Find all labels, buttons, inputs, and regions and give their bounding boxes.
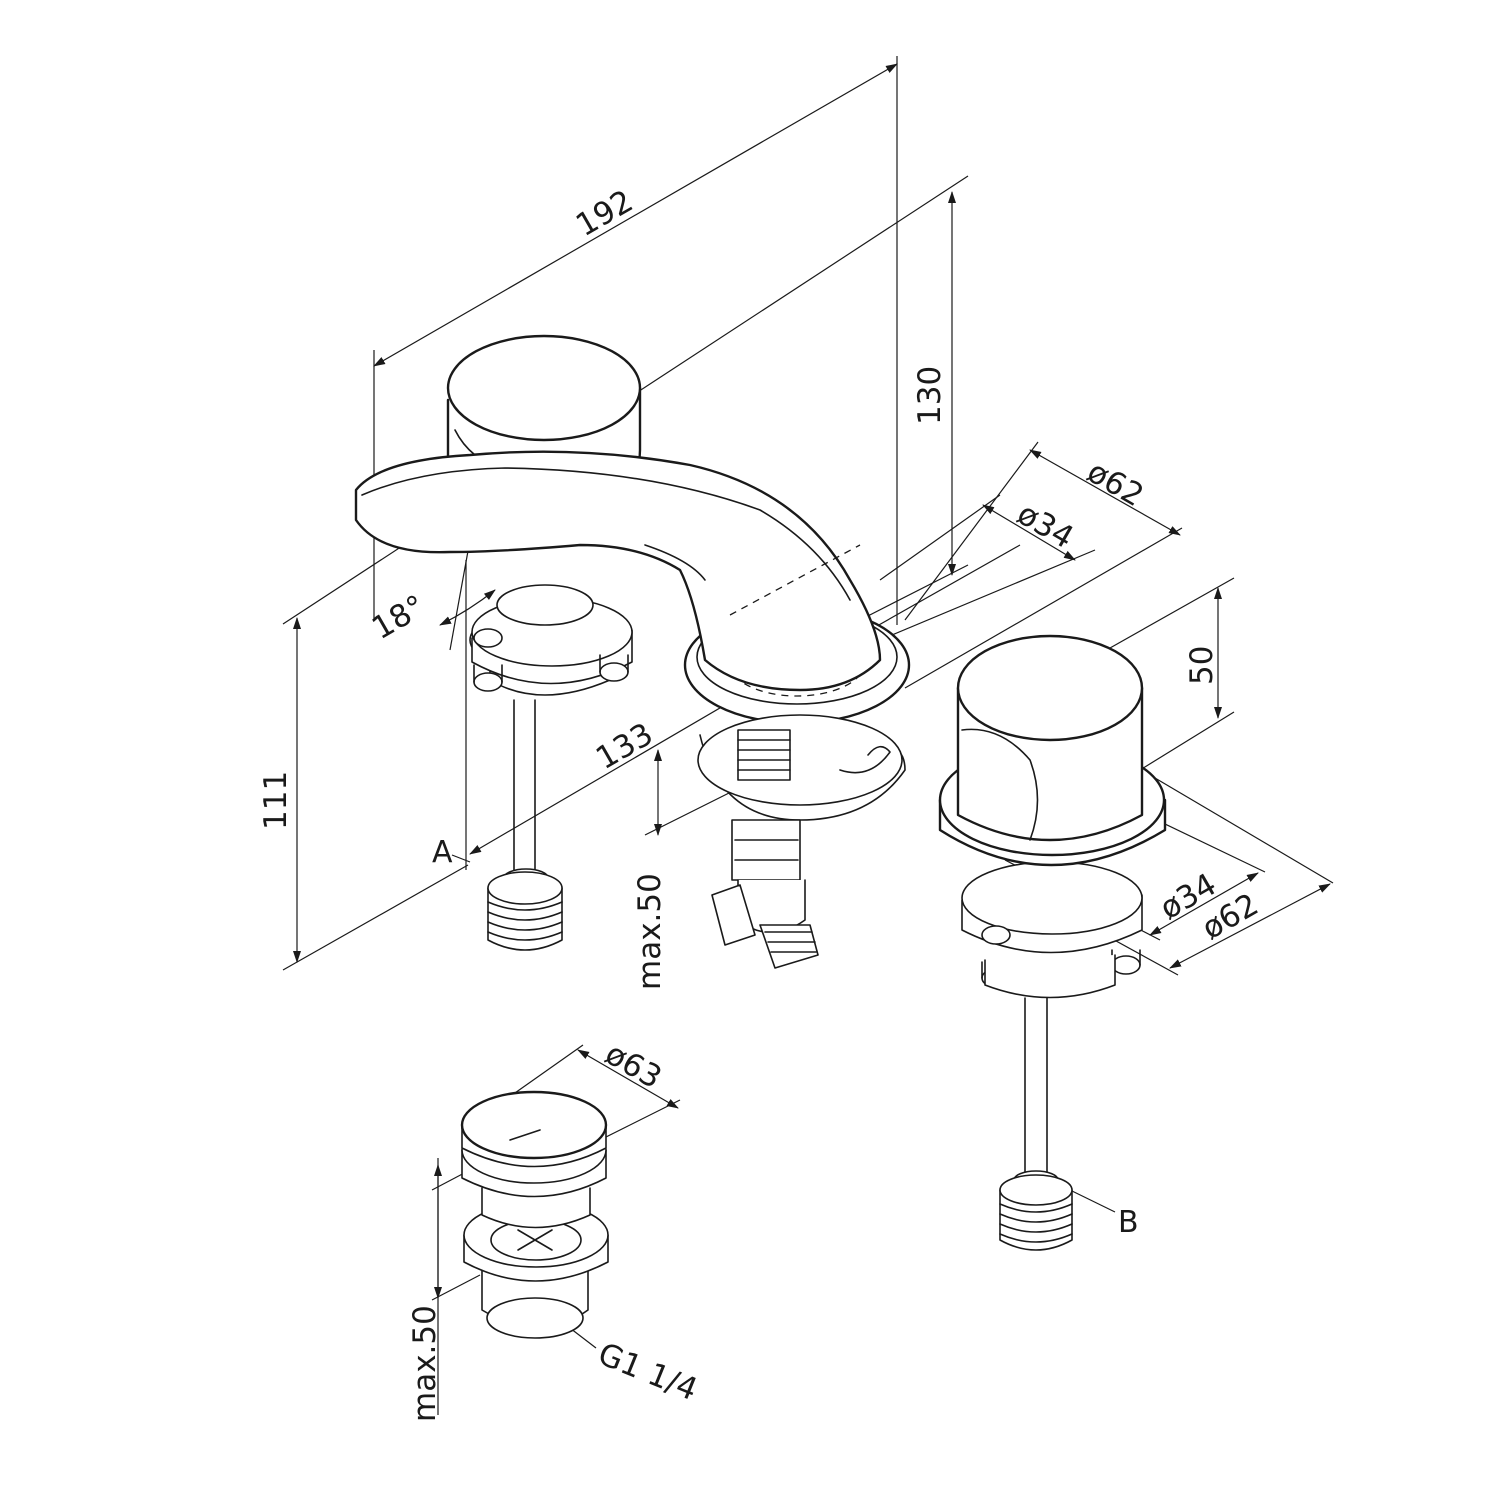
dim-angle-label: 18° [366, 588, 432, 647]
drain-thread-label: G1 1/4 [593, 1336, 702, 1408]
dim-handle-height-label: 50 [1184, 646, 1220, 685]
dim-spout-dia-inner-label: ø34 [1011, 496, 1080, 556]
dim-192-label: 192 [570, 183, 639, 244]
drain-assembly [460, 1090, 609, 1339]
connection-b-label: B [1118, 1205, 1139, 1240]
dim-111-label: 111 [258, 771, 294, 830]
dim-spout-max-label: max.50 [632, 873, 668, 990]
dim-drain-dia-label: ø63 [599, 1036, 668, 1096]
dim-130-label: 130 [912, 366, 948, 425]
dim-drain-max-label: max.50 [407, 1305, 443, 1422]
dim-133-label: 133 [590, 716, 659, 777]
spout-assembly [354, 450, 911, 969]
dim-spout-dia-outer-label: ø62 [1081, 454, 1150, 514]
connection-a-label: A [432, 835, 453, 870]
dimension-lines [282, 56, 1334, 1415]
right-handle-assembly [938, 634, 1167, 1251]
left-handle-assembly [446, 334, 642, 951]
